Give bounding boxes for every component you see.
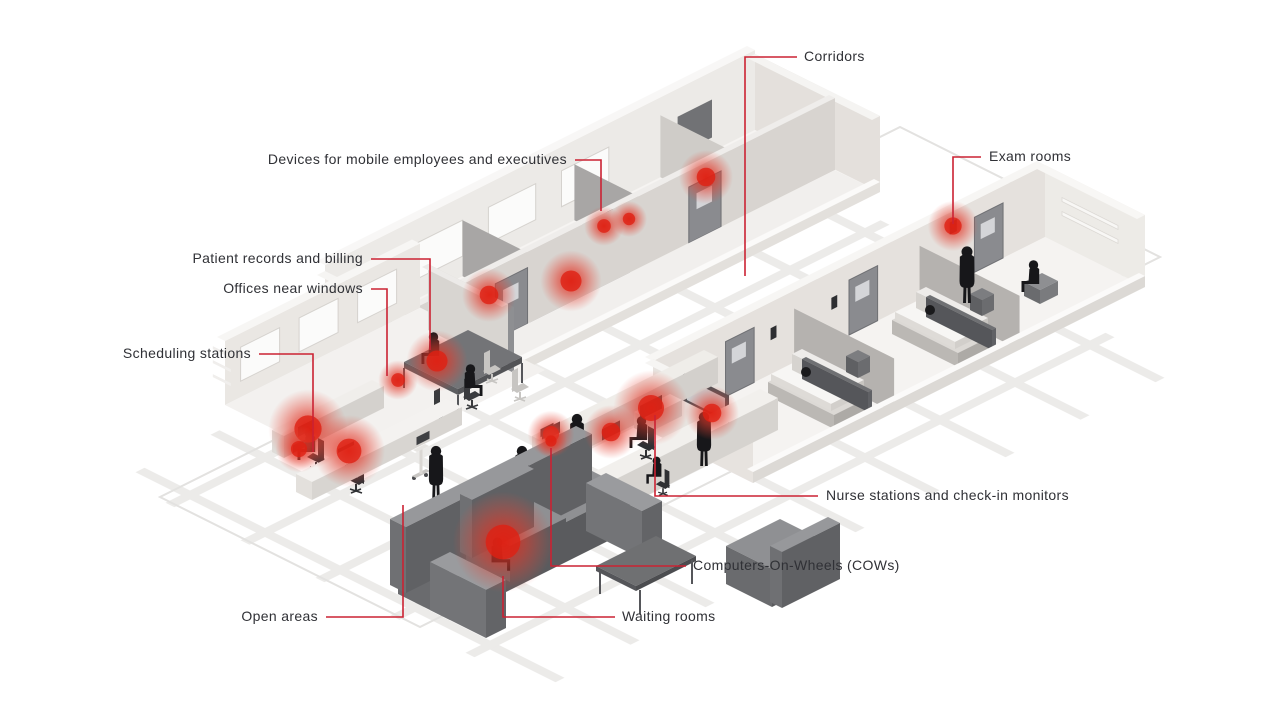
leader-line <box>371 258 431 350</box>
callout-offices-near-windows: Offices near windows <box>223 280 363 296</box>
side-table <box>970 288 994 316</box>
patient-in-bed <box>801 367 811 377</box>
callout-waiting-rooms: Waiting rooms <box>622 608 716 624</box>
callout-devices-mobile: Devices for mobile employees and executi… <box>267 151 567 167</box>
leader-line <box>744 56 797 276</box>
computer-cart <box>412 430 430 480</box>
hospital-bed <box>768 349 872 429</box>
callout-patient-records: Patient records and billing <box>192 250 363 266</box>
callout-scheduling-stations: Scheduling stations <box>122 345 251 361</box>
leader-line <box>326 505 404 618</box>
wall-shelf <box>212 346 231 359</box>
coffee-table <box>596 536 696 614</box>
patient-in-bed <box>925 305 935 315</box>
leader-line <box>575 159 602 211</box>
callout-corridors: Corridors <box>804 48 865 64</box>
leader-line <box>502 576 615 618</box>
front-curb <box>747 273 1145 483</box>
armchair <box>726 517 840 608</box>
callout-open-areas: Open areas <box>241 608 318 624</box>
wall-shelf <box>212 360 231 373</box>
callout-exam-rooms: Exam rooms <box>989 148 1072 164</box>
leader-line <box>654 415 818 497</box>
leader-line <box>952 156 981 224</box>
exam-end-wall <box>1037 165 1145 287</box>
leader-line <box>371 288 388 376</box>
window-wall <box>217 239 420 405</box>
leader-line <box>259 353 314 452</box>
leader-line <box>550 448 686 567</box>
callout-leader-lines <box>259 56 981 618</box>
exam-chair <box>1024 273 1058 304</box>
callout-nurse-stations: Nurse stations and check-in monitors <box>826 487 1069 503</box>
hospital-bed <box>892 287 996 367</box>
side-table <box>846 350 870 378</box>
corridor-curb <box>444 179 880 407</box>
callout-cows: Computers-On-Wheels (COWs) <box>693 557 900 573</box>
corridor-floor <box>405 170 880 407</box>
wall-shelf <box>212 374 231 387</box>
wireless-hotspots <box>268 150 979 593</box>
exam-partition <box>789 305 895 413</box>
